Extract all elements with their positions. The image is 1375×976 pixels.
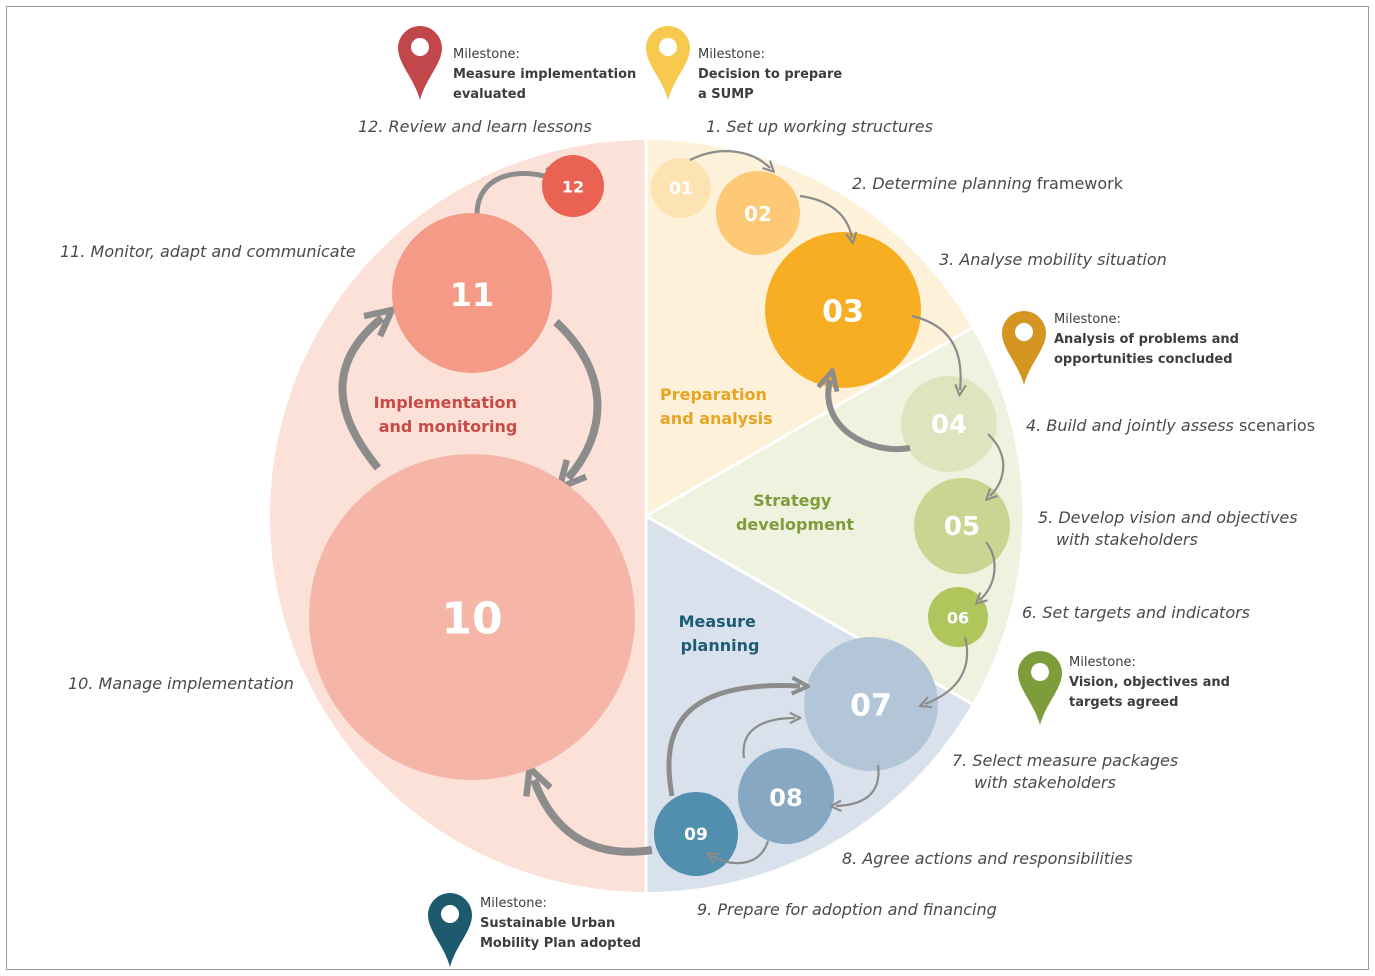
arrow-02-to-03	[799, 194, 852, 238]
milestone-decision-text: Milestone: Decision to prepare a SUMP	[698, 43, 847, 102]
step-02-number: 02	[744, 202, 772, 226]
step-arrows	[689, 150, 1005, 865]
step-03-circle	[765, 232, 921, 388]
arrow-06-to-07	[925, 636, 969, 704]
step-9-label: 9. Prepare for adoption and financing	[697, 900, 997, 919]
arrow-04-to-05	[988, 433, 1005, 496]
step-11-label: 11. Monitor, adapt and communicate	[60, 242, 356, 261]
step-8-label: 8. Agree actions and responsibilities	[842, 849, 1133, 868]
milestone-analysis-text: Milestone: Analysis of problems and oppo…	[1054, 308, 1244, 367]
step-08-number: 08	[769, 784, 802, 812]
map-pin-icon	[428, 893, 472, 967]
step-5-label: 5. Develop vision and objectives with st…	[1038, 508, 1303, 549]
arrow-08-to-09	[712, 840, 770, 865]
step-12-circle	[542, 155, 604, 217]
arrow-05-to-06	[980, 541, 996, 600]
arrow-07-to-08	[836, 764, 880, 806]
step-07-number: 07	[850, 689, 892, 724]
map-pin-icon	[1018, 651, 1062, 725]
step-04-circle	[901, 376, 997, 472]
milestone-adopted-text: Milestone: Sustainable Urban Mobility Pl…	[480, 892, 641, 951]
phase-implementation-label: Implementation and monitoring	[374, 393, 523, 436]
step-08-circle	[738, 748, 834, 844]
step-01-number: 01	[669, 179, 693, 199]
arrow-03-to-04	[911, 314, 961, 390]
milestone-evaluated-text: Milestone: Measure implementation evalua…	[453, 43, 641, 102]
map-pin-icon	[1002, 311, 1046, 385]
step-06-circle	[928, 587, 988, 647]
step-1-label: 1. Set up working structures	[706, 117, 933, 136]
step-07-circle	[804, 637, 938, 771]
arrow-09-to-10	[534, 780, 653, 856]
arrow-08-to-07	[742, 718, 795, 759]
step-10-number: 10	[441, 594, 502, 645]
milestone-vision-text: Milestone: Vision, objectives and target…	[1069, 651, 1235, 710]
step-05-number: 05	[944, 512, 980, 542]
step-12-label: 12. Review and learn lessons	[358, 117, 592, 136]
step-04-number: 04	[931, 410, 967, 440]
arrow-10-to-11	[338, 318, 382, 471]
arrow-11-to-10	[553, 319, 602, 478]
arrow-09-to-07	[666, 686, 800, 797]
step-05-circle	[914, 478, 1010, 574]
phase-strategy-label: Strategy development	[736, 491, 854, 534]
step-6-label: 6. Set targets and indicators	[1022, 603, 1250, 622]
step-11-number: 11	[450, 276, 495, 314]
step-11-circle	[392, 213, 552, 373]
step-3-label: 3. Analyse mobility situation	[939, 250, 1167, 269]
step-01-circle	[651, 158, 711, 218]
diagram-frame	[6, 6, 1369, 970]
step-09-number: 09	[684, 825, 708, 845]
step-10-circle	[309, 454, 635, 780]
step-2-label: 2. Determine planning framework	[852, 174, 1124, 193]
step-10-label: 10. Manage implementation	[68, 674, 294, 693]
step-4-label: 4. Build and jointly assess scenarios	[1026, 416, 1315, 435]
step-03-number: 03	[822, 295, 864, 330]
arrow-04-to-03	[828, 380, 911, 453]
step-7-label: 7. Select measure packages with stakehol…	[952, 751, 1183, 792]
arrow-01-to-02	[689, 150, 770, 168]
implementation-loop-arrows	[338, 174, 653, 856]
step-02-circle	[716, 171, 800, 255]
phase-measure-label: Measure planning	[679, 612, 762, 655]
step-06-number: 06	[947, 609, 969, 628]
phase-preparation-label: Preparation and analysis	[660, 385, 773, 428]
map-pin-icon	[646, 26, 690, 100]
map-pin-icon	[398, 26, 442, 100]
step-12-number: 12	[562, 178, 584, 197]
arrow-11-to-12	[474, 174, 552, 227]
